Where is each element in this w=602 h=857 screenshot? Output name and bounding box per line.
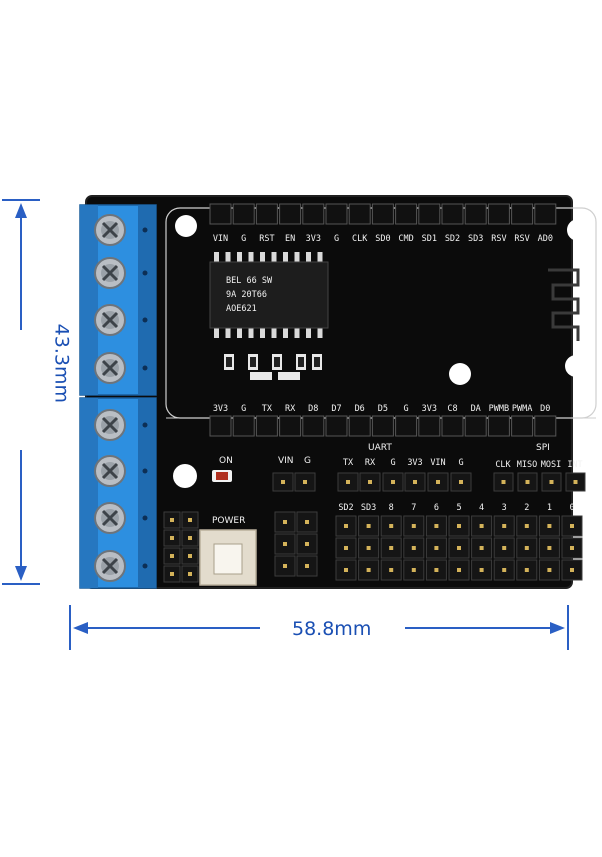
supply-pin-header: [272, 472, 316, 492]
bottom-pin-label: PWMA: [512, 404, 532, 414]
power-switch-label: POWER: [212, 516, 245, 526]
spi-pin-label: INT: [567, 460, 582, 470]
bottom-pin-label: C8: [447, 404, 457, 414]
bottom-pin-label: G: [404, 404, 409, 414]
bottom-pin-label: G: [241, 404, 246, 414]
spi-label: SPI: [536, 443, 550, 453]
gpio-pin-label: SD2: [338, 503, 353, 513]
top-pin-label: SD1: [422, 234, 437, 244]
gpio-pin-label: 0: [569, 503, 574, 513]
width-dimension-arrow: [69, 605, 569, 650]
uart-pin-label: G: [390, 458, 395, 468]
power-switch[interactable]: [199, 529, 257, 586]
bottom-pin-label: RX: [285, 404, 296, 414]
gpio-pin-label: 7: [411, 503, 416, 513]
uart-label: UART: [368, 443, 392, 453]
uart-pin-label: TX: [343, 458, 354, 468]
bottom-pin-label: D5: [378, 404, 388, 414]
bottom-pin-label: DA: [471, 404, 481, 414]
top-pin-label: SD2: [445, 234, 460, 244]
terminal-screws: [94, 214, 148, 582]
driver-chip: BEL 66 SW 9A 20T66 AOE621: [209, 252, 329, 338]
bottom-pin-label: 3V3: [422, 404, 437, 414]
uart-pin-label: RX: [365, 458, 376, 468]
gpio-pin-label: 6: [434, 503, 439, 513]
bottom-pin-label: 3V3: [213, 404, 228, 414]
gpio-pin-label: SD3: [361, 503, 376, 513]
top-pin-labels: VIN G RST EN 3V3 G CLK SD0 CMD SD1 SD2 SD3 RSV RSV AD0: [213, 234, 553, 244]
gpio-pin-label: 5: [456, 503, 461, 513]
uart-pin-label: VIN: [430, 458, 445, 468]
top-pin-label: G: [241, 234, 246, 244]
spi-pin-labels: CLK MISO MOSI INT: [495, 460, 582, 470]
bottom-pin-label: D8: [308, 404, 318, 414]
top-pin-header: [209, 203, 557, 225]
uart-pin-label: G: [458, 458, 463, 468]
bottom-pin-label: D7: [331, 404, 341, 414]
left-pin-headers: [163, 511, 199, 583]
bottom-pin-label: TX: [262, 404, 273, 414]
top-pin-label: RST: [259, 234, 274, 244]
supply-pin-label-vin: VIN: [278, 456, 294, 466]
top-pin-label: SD0: [375, 234, 390, 244]
uart-spi-pin-header: [337, 472, 586, 492]
supply-pin-label-g: G: [304, 456, 311, 466]
top-pin-label: VIN: [213, 234, 228, 244]
spi-pin-label: CLK: [495, 460, 511, 470]
top-pin-label: RSV: [514, 234, 529, 244]
top-pin-label: EN: [285, 234, 295, 244]
width-dimension-label: 58.8mm: [292, 618, 372, 640]
chip-marking-line-2: 9A 20T66: [226, 290, 267, 300]
spi-pin-label: MISO: [517, 460, 537, 470]
gpio-pin-label: 1: [547, 503, 552, 513]
bottom-pin-label: D6: [355, 404, 365, 414]
bottom-pin-label: PWMB: [489, 404, 509, 414]
height-dimension-arrow: [2, 199, 40, 585]
bottom-pin-label: D0: [540, 404, 550, 414]
gpio-pin-label: 3: [502, 503, 507, 513]
gpio-pin-label: 2: [524, 503, 529, 513]
top-pin-label: RSV: [491, 234, 506, 244]
gpio-pin-label: 8: [389, 503, 394, 513]
chip-marking-line-3: AOE621: [226, 304, 257, 314]
top-pin-label: G: [334, 234, 339, 244]
top-pin-label: CLK: [352, 234, 368, 244]
uart-pin-labels: TX RX G 3V3 VIN G: [343, 458, 464, 468]
chip-marking-line-1: BEL 66 SW: [226, 276, 273, 286]
gpio-pin-label: 4: [479, 503, 484, 513]
uart-pin-label: 3V3: [407, 458, 422, 468]
top-pin-label: SD3: [468, 234, 483, 244]
gpio-pin-header: [335, 515, 583, 581]
top-pin-label: AD0: [538, 234, 553, 244]
center-pin-header: [274, 511, 318, 577]
top-pin-label: 3V3: [306, 234, 321, 244]
top-pin-label: CMD: [398, 234, 413, 244]
height-dimension-label: 43.3mm: [50, 323, 73, 403]
smd-components: [224, 354, 322, 380]
power-led-label: ON: [219, 456, 233, 466]
gpio-pin-labels: SD2 SD3 8 7 6 5 4 3 2 1 0: [338, 503, 574, 513]
bottom-pin-header: [209, 415, 557, 437]
spi-pin-label: MOSI: [541, 460, 561, 470]
